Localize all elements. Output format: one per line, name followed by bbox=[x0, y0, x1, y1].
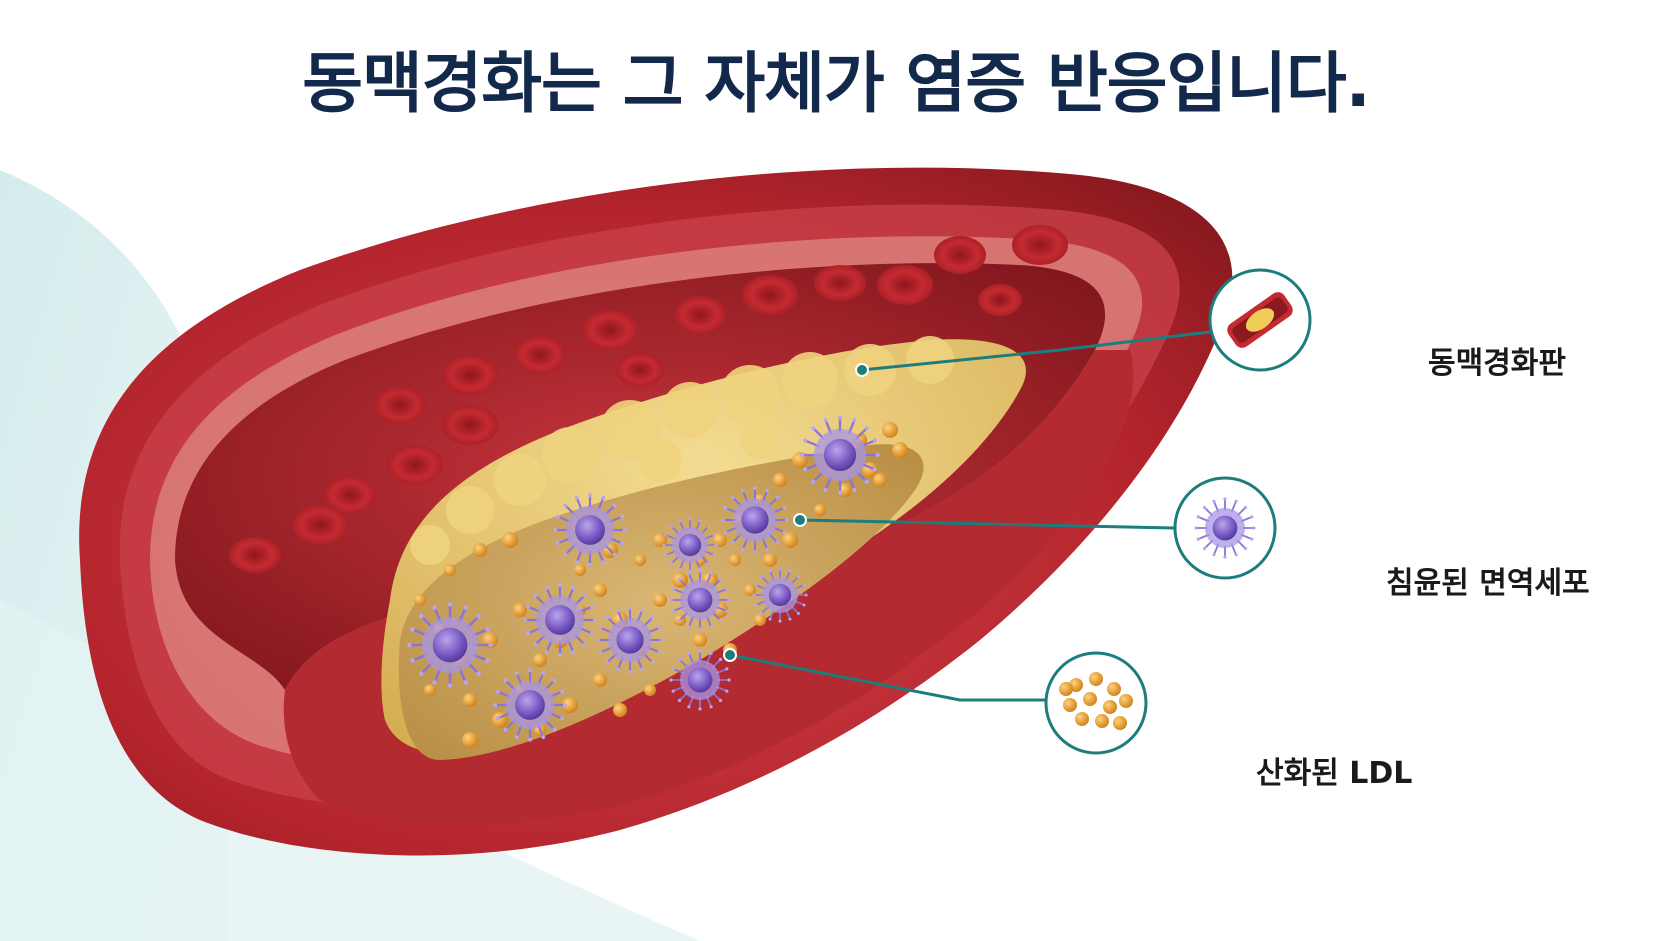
ldl-particle bbox=[444, 564, 456, 576]
callout-dot-immune bbox=[793, 513, 807, 527]
immune-cell bbox=[596, 606, 664, 674]
immune-cell bbox=[523, 583, 597, 657]
ldl-particle bbox=[729, 554, 741, 566]
immune-cell bbox=[407, 602, 493, 688]
ldl-particle bbox=[634, 554, 646, 566]
ldl-particle bbox=[763, 553, 777, 567]
ldl-particle bbox=[754, 614, 766, 626]
ldl-icon-particle bbox=[1107, 682, 1121, 696]
ldl-particle bbox=[593, 583, 607, 597]
ldl-particle bbox=[473, 543, 487, 557]
ldl-particle bbox=[533, 653, 547, 667]
ldl-particle bbox=[593, 673, 607, 687]
ldl-particle bbox=[574, 564, 586, 576]
immune-cell bbox=[721, 486, 789, 554]
ldl-particle bbox=[744, 584, 756, 596]
callout-line-plaque bbox=[861, 330, 1211, 372]
ldl-particle bbox=[892, 442, 908, 458]
immune-cell bbox=[669, 569, 731, 631]
ldl-particle bbox=[562, 697, 578, 713]
ldl-particle bbox=[462, 732, 478, 748]
ldl-particle bbox=[644, 684, 656, 696]
page-title: 동맥경화는 그 자체가 염증 반응입니다. bbox=[302, 45, 1371, 122]
immune-cell bbox=[669, 649, 731, 711]
ldl-particle bbox=[713, 533, 727, 547]
ldl-particle bbox=[424, 684, 436, 696]
immune-cell bbox=[553, 493, 627, 567]
ldl-particle bbox=[782, 532, 798, 548]
immune-cell bbox=[662, 517, 718, 573]
ldl-particle bbox=[653, 533, 667, 547]
ldl-particle bbox=[693, 633, 707, 647]
ldl-icon-particle bbox=[1119, 694, 1133, 708]
red-blood-cells bbox=[229, 225, 1068, 573]
immune-cell bbox=[493, 668, 567, 742]
ldl-particle bbox=[513, 603, 527, 617]
ldl-particle bbox=[873, 473, 887, 487]
ldl-icon-particle bbox=[1083, 692, 1097, 706]
immune-cell bbox=[800, 415, 880, 495]
immune-cell-icon-glyph bbox=[1194, 497, 1256, 559]
ldl-icon-particle bbox=[1095, 714, 1109, 728]
immune-cell bbox=[752, 567, 808, 623]
ldl-particles-icon bbox=[1044, 651, 1148, 755]
ldl-icon-particle bbox=[1103, 700, 1117, 714]
ldl-particle bbox=[882, 422, 898, 438]
callout-label-oxidized-ldl: 산화된 LDL bbox=[1256, 756, 1413, 791]
ldl-icon-particle bbox=[1075, 712, 1089, 726]
callout-dot-plaque bbox=[855, 363, 869, 377]
ldl-icon-particle bbox=[1063, 698, 1077, 712]
ldl-particle bbox=[653, 593, 667, 607]
ldl-icon-particle bbox=[1089, 672, 1103, 686]
callout-label-immune-cells: 침윤된 면역세포 bbox=[1386, 566, 1590, 601]
callout-lines bbox=[723, 330, 1211, 702]
ldl-particle bbox=[814, 504, 826, 516]
ldl-icon-particle bbox=[1113, 716, 1127, 730]
callout-label-plaque: 동맥경화판 bbox=[1428, 346, 1566, 381]
ldl-icon-particle bbox=[1059, 682, 1073, 696]
immune-cell-icon bbox=[1173, 476, 1277, 580]
immune-cells bbox=[407, 415, 880, 742]
ldl-particle bbox=[463, 693, 477, 707]
ldl-particle bbox=[502, 532, 518, 548]
callout-line-immune bbox=[799, 518, 1176, 530]
ldl-particle bbox=[613, 703, 627, 717]
callout-dot-ldl bbox=[723, 648, 737, 662]
ldl-particle bbox=[773, 473, 787, 487]
ldl-particle bbox=[414, 594, 426, 606]
plaque-fat-texture bbox=[410, 336, 954, 565]
plaque-artery-icon bbox=[1208, 268, 1312, 372]
callout-line-ldl bbox=[729, 653, 1046, 702]
